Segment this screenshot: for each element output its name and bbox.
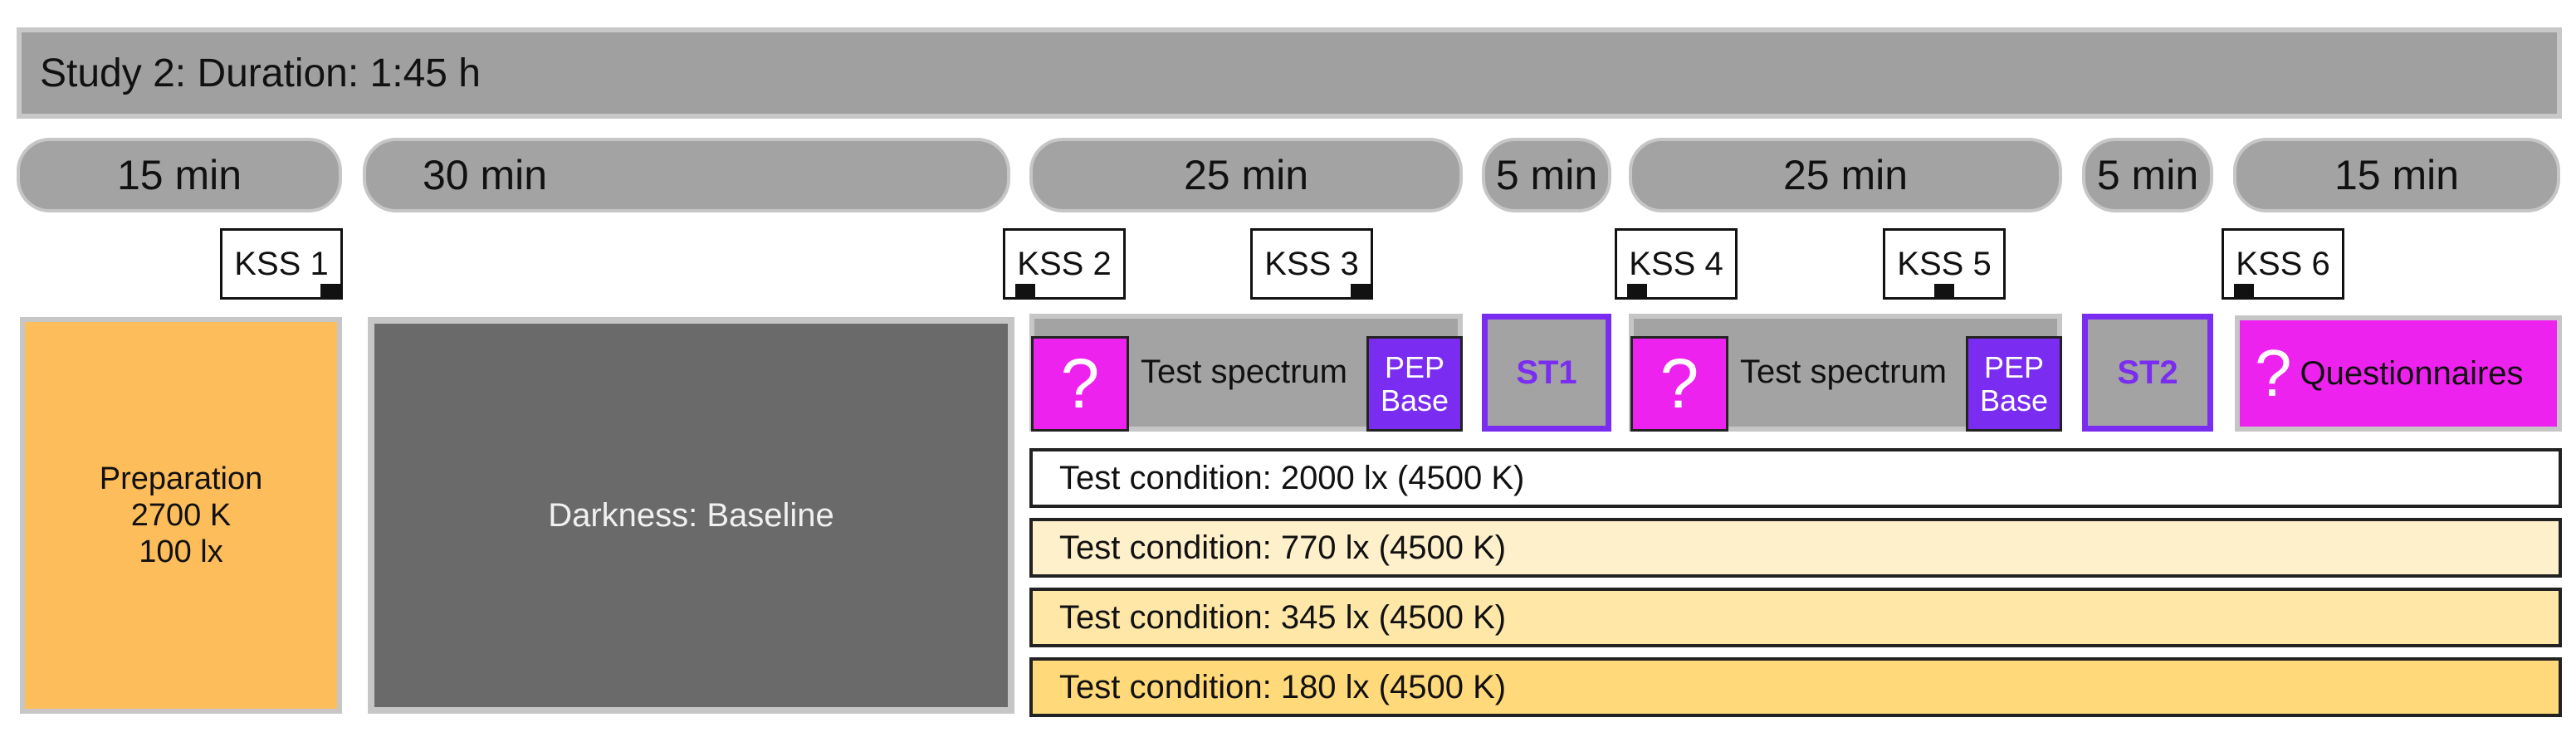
- duration-st2: 5 min: [2082, 138, 2213, 212]
- duration-st1: 5 min: [1482, 138, 1611, 212]
- kss-4-marker: KSS 4: [1615, 228, 1738, 300]
- questionnaires-label: Questionnaires: [2300, 354, 2524, 392]
- preparation-illuminance: 100 lx: [139, 534, 223, 569]
- kss-2-timepoint-mark: [1015, 284, 1035, 297]
- questionnaire-icon-1: ?: [1031, 336, 1129, 432]
- preparation-block: Preparation 2700 K 100 lx: [20, 317, 342, 714]
- st1-box: ST1: [1482, 314, 1611, 432]
- kss-3-timepoint-mark: [1351, 284, 1371, 297]
- kss-5-timepoint-mark: [1934, 284, 1954, 297]
- preparation-title: Preparation: [99, 461, 263, 496]
- base-label-1: Base: [1380, 383, 1449, 417]
- kss-5-marker: KSS 5: [1883, 228, 2006, 300]
- kss-3-marker: KSS 3: [1250, 228, 1373, 300]
- kss-4-timepoint-mark: [1627, 284, 1647, 297]
- study-title-bar: Study 2: Duration: 1:45 h: [17, 27, 2562, 119]
- test-spectrum-label-2: Test spectrum: [1740, 353, 1947, 390]
- duration-test-1: 25 min: [1029, 138, 1463, 212]
- condition-2000-lx: Test condition: 2000 lx (4500 K): [1029, 448, 2562, 508]
- kss-1-label: KSS 1: [234, 245, 329, 282]
- kss-5-label: KSS 5: [1897, 245, 1992, 282]
- pep-base-box-1: PEP Base: [1366, 336, 1463, 432]
- kss-1-timepoint-mark: [320, 284, 340, 297]
- kss-2-label: KSS 2: [1017, 245, 1112, 282]
- condition-345-lx: Test condition: 345 lx (4500 K): [1029, 588, 2562, 647]
- preparation-cct: 2700 K: [130, 498, 232, 533]
- pep-label-2: PEP: [1983, 349, 2045, 384]
- question-mark-icon: ?: [2255, 336, 2292, 410]
- pep-base-box-2: PEP Base: [1966, 336, 2062, 432]
- condition-180-lx: Test condition: 180 lx (4500 K): [1029, 657, 2562, 717]
- duration-darkness: 30 min: [363, 138, 1010, 212]
- test-spectrum-label-1: Test spectrum: [1141, 353, 1347, 390]
- kss-4-label: KSS 4: [1629, 245, 1723, 282]
- condition-770-lx: Test condition: 770 lx (4500 K): [1029, 518, 2562, 578]
- duration-questionnaires: 15 min: [2233, 138, 2560, 212]
- kss-1-marker: KSS 1: [220, 228, 343, 300]
- kss-6-timepoint-mark: [2234, 284, 2254, 297]
- questionnaires-block: ? Questionnaires: [2235, 315, 2562, 432]
- pep-label-1: PEP: [1384, 349, 1445, 384]
- kss-6-label: KSS 6: [2236, 245, 2330, 282]
- kss-3-label: KSS 3: [1264, 245, 1359, 282]
- duration-test-2: 25 min: [1629, 138, 2062, 212]
- base-label-2: Base: [1979, 383, 2049, 417]
- duration-preparation: 15 min: [17, 138, 342, 212]
- kss-2-marker: KSS 2: [1003, 228, 1126, 300]
- darkness-baseline-block: Darkness: Baseline: [368, 317, 1014, 714]
- st2-box: ST2: [2082, 314, 2213, 432]
- kss-6-marker: KSS 6: [2222, 228, 2344, 300]
- questionnaire-icon-2: ?: [1630, 336, 1728, 432]
- darkness-label: Darkness: Baseline: [548, 496, 834, 534]
